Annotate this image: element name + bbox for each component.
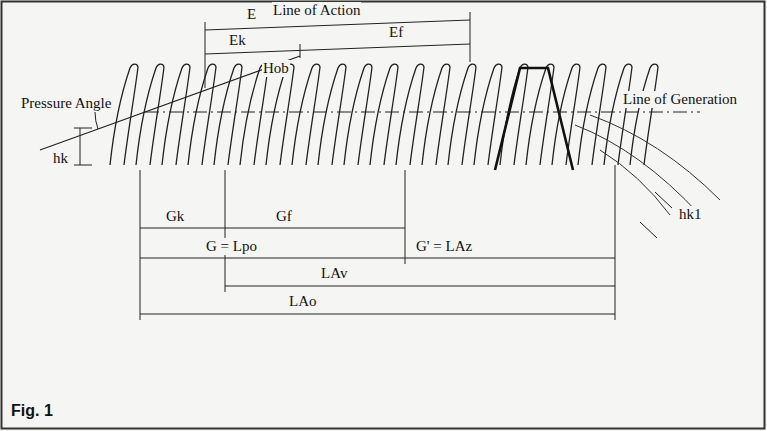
e-dimensions (205, 12, 470, 88)
angle-label: Pressure Angle (20, 95, 112, 112)
hob-tooth (630, 64, 658, 165)
dimension-label: LAv (320, 265, 348, 282)
hob-tooth (136, 64, 164, 165)
hk-dimension (74, 128, 92, 165)
dimension-label: E (246, 6, 257, 23)
dimension-label: Ek (228, 32, 247, 49)
g-dimensions (140, 165, 615, 320)
hob-tooth (604, 64, 632, 165)
hob-tooth (188, 64, 216, 165)
dimension-label: hk (52, 150, 69, 167)
hob-tooth (370, 64, 398, 165)
hob-tooth (578, 64, 606, 165)
hob-tooth (292, 64, 320, 165)
dimension-label: Gf (275, 208, 293, 225)
pressure-angle-arc (95, 112, 98, 129)
hob-tooth (500, 64, 528, 165)
hob-tooth (344, 64, 372, 165)
line-of-generation (145, 112, 700, 113)
hob-tooth (552, 64, 580, 165)
hob-tooth (214, 64, 242, 165)
hob-tooth (396, 64, 424, 165)
dimension-label: G' = LAz (415, 238, 473, 255)
dimension-label: hk1 (678, 206, 703, 223)
axis-label: Line of Generation (622, 91, 738, 108)
generated-flanks (575, 115, 720, 215)
hob-teeth (110, 64, 658, 165)
gear-tooth-profile (495, 68, 573, 170)
hob-tooth (474, 64, 502, 165)
hob-tooth (448, 64, 476, 165)
hob-tooth (422, 64, 450, 165)
figure-caption: Fig. 1 (10, 402, 54, 419)
hk1-dimension (640, 192, 672, 238)
hob-tooth (318, 64, 346, 165)
hob-tooth (162, 64, 190, 165)
hob-tooth (110, 64, 138, 165)
hob-tooth (266, 64, 294, 165)
dimension-label: G = Lpo (205, 238, 258, 255)
part-label: Hob (262, 60, 290, 77)
dimension-label: Ef (388, 24, 404, 41)
dimension-label: LAo (288, 293, 318, 310)
axis-label: Line of Action (272, 2, 361, 19)
dimension-label: Gk (165, 208, 185, 225)
hob-tooth (240, 64, 268, 165)
